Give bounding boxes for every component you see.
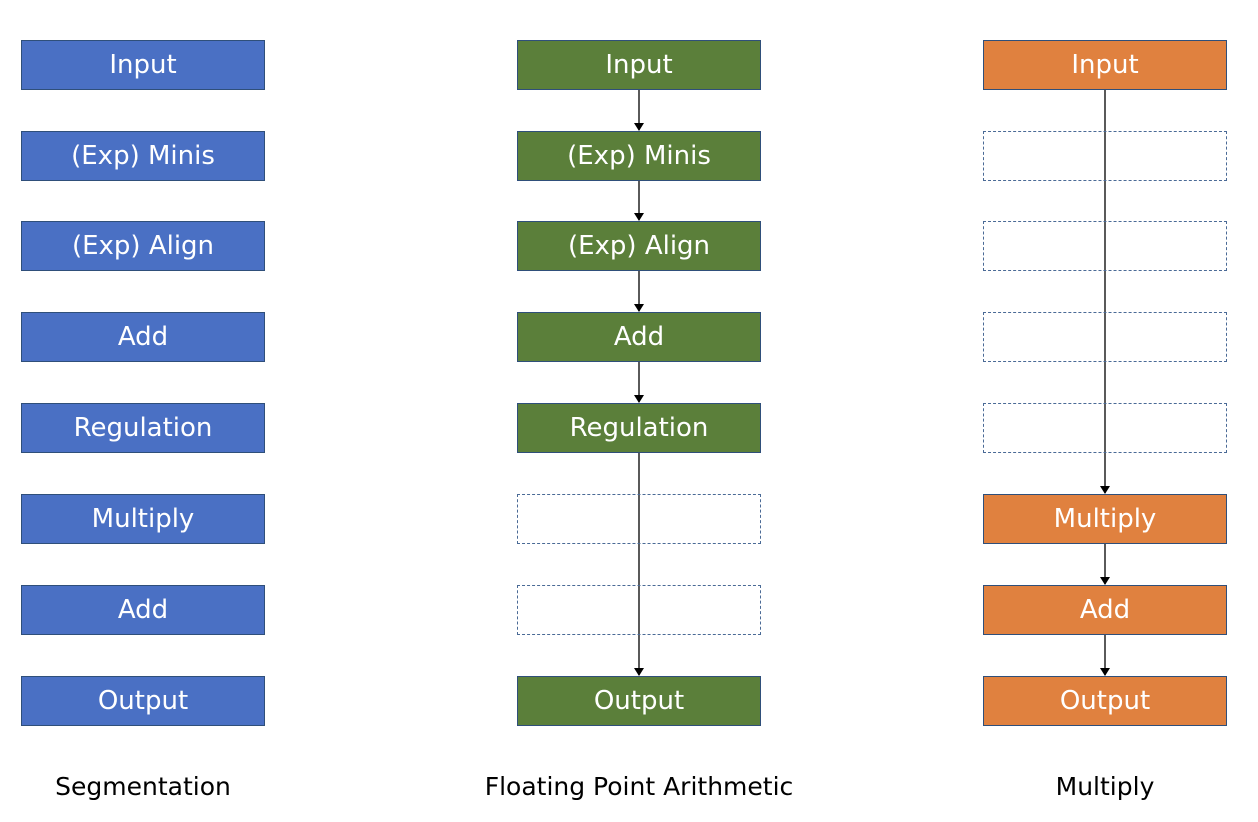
stage-label: Multiply: [91, 504, 195, 534]
stage-label: Output: [1059, 686, 1151, 716]
multiply-caption: Multiply: [1055, 771, 1155, 801]
segmentation-stage-exp-align: (Exp) Align: [21, 221, 265, 271]
stage-label: Regulation: [73, 413, 213, 443]
segmentation-stage-output: Output: [21, 676, 265, 726]
segmentation-stage-exp-minis: (Exp) Minis: [21, 131, 265, 181]
stage-label: (Exp) Align: [71, 231, 215, 261]
stage-label: (Exp) Minis: [567, 141, 711, 171]
floating-point-arithmetic-stage-add: Add: [517, 312, 761, 362]
stage-label: Regulation: [569, 413, 709, 443]
multiply-empty-stage: [983, 221, 1227, 271]
floating-point-arithmetic-stage-output: Output: [517, 676, 761, 726]
segmentation-stage-multiply: Multiply: [21, 494, 265, 544]
multiply-empty-stage: [983, 403, 1227, 453]
segmentation-caption: Segmentation: [55, 771, 231, 801]
segmentation-stage-input: Input: [21, 40, 265, 90]
segmentation-stage-regulation: Regulation: [21, 403, 265, 453]
stage-label: Input: [605, 50, 673, 80]
multiply-stage-input: Input: [983, 40, 1227, 90]
stage-label: Add: [117, 322, 169, 352]
stage-label: Input: [1071, 50, 1139, 80]
multiply-stage-add: Add: [983, 585, 1227, 635]
stage-label: Add: [1079, 595, 1131, 625]
floating-point-arithmetic-stage-regulation: Regulation: [517, 403, 761, 453]
floating-point-arithmetic-stage-input: Input: [517, 40, 761, 90]
floating-point-arithmetic-stage-exp-minis: (Exp) Minis: [517, 131, 761, 181]
floating-point-arithmetic-empty-stage: [517, 494, 761, 544]
stage-label: (Exp) Minis: [71, 141, 215, 171]
stage-label: Output: [593, 686, 685, 716]
multiply-stage-output: Output: [983, 676, 1227, 726]
stage-label: (Exp) Align: [567, 231, 711, 261]
floating-point-arithmetic-stage-exp-align: (Exp) Align: [517, 221, 761, 271]
stage-label: Input: [109, 50, 177, 80]
stage-label: Add: [613, 322, 665, 352]
stage-label: Multiply: [1053, 504, 1157, 534]
stage-label: Output: [97, 686, 189, 716]
floating-point-arithmetic-empty-stage: [517, 585, 761, 635]
multiply-stage-multiply: Multiply: [983, 494, 1227, 544]
stage-label: Add: [117, 595, 169, 625]
segmentation-stage-add: Add: [21, 312, 265, 362]
segmentation-stage-add: Add: [21, 585, 265, 635]
floating-point-arithmetic-caption: Floating Point Arithmetic: [484, 771, 794, 801]
multiply-empty-stage: [983, 131, 1227, 181]
multiply-empty-stage: [983, 312, 1227, 362]
